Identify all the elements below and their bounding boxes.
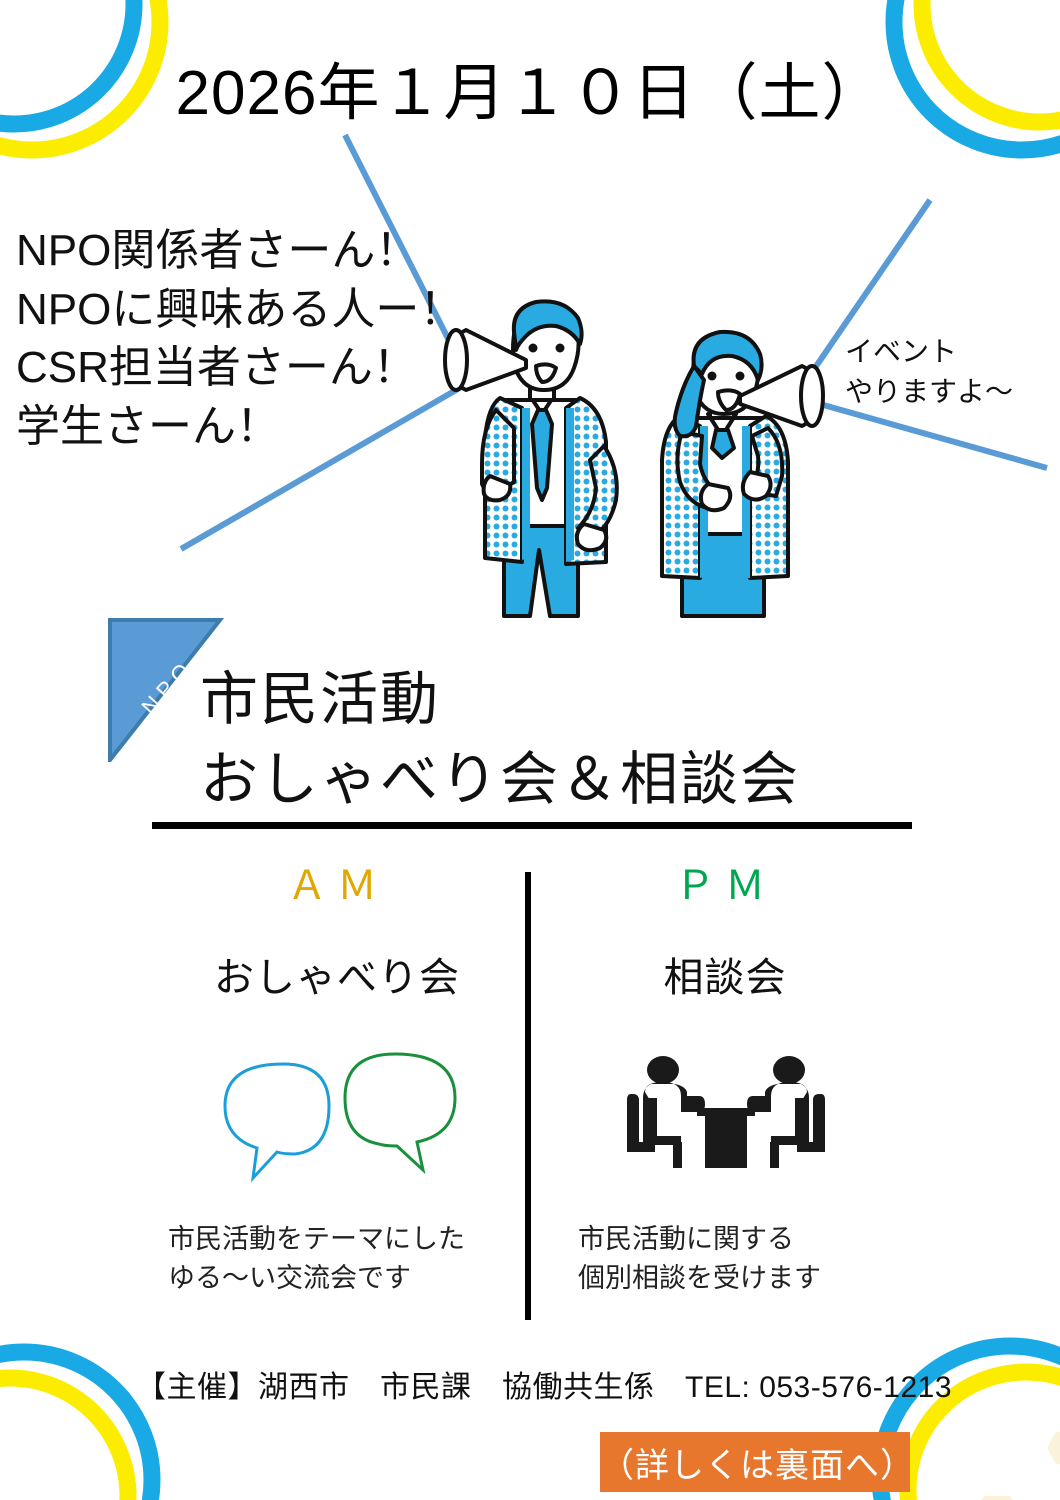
session-am-description-line-1: 市民活動をテーマにした — [168, 1224, 465, 1254]
session-am-name: おしゃべり会 — [214, 956, 460, 1000]
speech-bubbles-icon — [152, 1036, 522, 1206]
corner-decoration-bottom-left — [0, 1343, 161, 1500]
callout-right-line-1: イベント — [845, 336, 958, 367]
see-back-side-button[interactable]: （詳しくは裏面へ） — [600, 1432, 914, 1492]
people-with-megaphones-illustration — [443, 299, 825, 618]
npo-ribbon — [108, 618, 225, 762]
session-am-period: ＡＭ — [287, 864, 387, 908]
callout-left-line-2: NPOに興味ある人ー！ — [16, 284, 464, 334]
title-divider — [152, 822, 912, 829]
consultation-table-icon — [540, 1036, 910, 1206]
man-figure — [443, 299, 619, 618]
session-pm: ＰＭ 相談会 — [540, 866, 910, 1298]
callout-left: NPO関係者さーん！ NPOに興味ある人ー！ CSR担当者さーん！ 学生さーん！ — [16, 222, 463, 456]
callout-left-line-1: NPO関係者さーん！ — [16, 226, 420, 275]
session-am-description: 市民活動をテーマにした ゆる〜い交流会です — [152, 1220, 522, 1298]
page-title-line-2: おしゃべり会＆相談会 — [200, 747, 801, 813]
callout-left-line-4: 学生さーん！ — [16, 401, 280, 451]
session-pm-name: 相談会 — [663, 956, 787, 1000]
session-pm-description-line-1: 市民活動に関する — [578, 1224, 794, 1254]
page-title-line-1: 市民活動 — [200, 667, 441, 732]
session-pm-description-line-2: 個別相談を受けます — [578, 1263, 821, 1294]
session-am-description-line-2: ゆる〜い交流会です — [168, 1263, 411, 1294]
session-pm-period: ＰＭ — [675, 864, 775, 908]
callout-right-line-2: やりますよ〜 — [845, 375, 1014, 407]
lens-flare-hexagons — [981, 1432, 1060, 1500]
session-am: ＡＭ おしゃべり会 市民活動をテーマにした ゆる〜い交流会です — [152, 866, 522, 1298]
woman-figure — [660, 329, 825, 618]
page-title: 市民活動 おしゃべり会＆相談会 — [200, 660, 800, 820]
callout-left-line-3: CSR担当者さーん！ — [16, 343, 417, 393]
host-contact-info: 【主催】湖西市 市民課 協働共生係 TEL: 053-576-1213 — [136, 1371, 953, 1404]
session-column-divider — [525, 872, 531, 1320]
event-date-heading: 2026年１月１０日（土） — [175, 59, 885, 128]
callout-right: イベント やりますよ〜 — [845, 332, 1013, 412]
session-pm-description: 市民活動に関する 個別相談を受けます — [540, 1220, 910, 1298]
